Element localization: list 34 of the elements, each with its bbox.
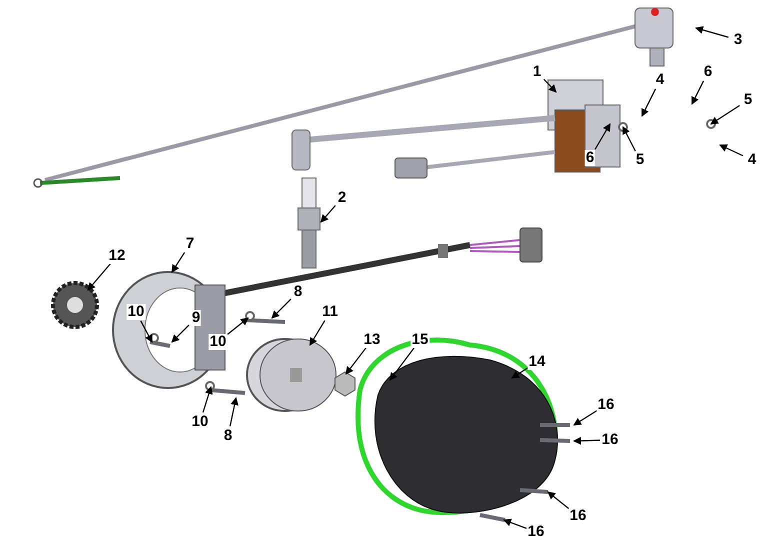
- leader-line: [573, 410, 598, 426]
- leader-line: [225, 317, 249, 336]
- leader-line: [320, 205, 336, 223]
- leader-line: [389, 348, 414, 381]
- callout-number: 16: [596, 397, 616, 413]
- leader-line: [87, 263, 111, 291]
- callout-number: 15: [410, 332, 430, 348]
- callout-number: 10: [126, 304, 146, 320]
- callout-number: 14: [528, 354, 546, 370]
- leader-line: [547, 491, 571, 510]
- leader-line: [140, 320, 153, 343]
- leader-line: [511, 366, 529, 379]
- leader-line: [710, 104, 740, 125]
- leader-line: [229, 397, 238, 426]
- callout-number: 12: [108, 248, 126, 264]
- leader-line: [695, 26, 729, 38]
- leader-line: [503, 518, 527, 530]
- leader-line: [691, 80, 704, 105]
- leader-line: [202, 386, 213, 413]
- leader-line: [271, 298, 292, 319]
- callout-number: 9: [190, 310, 202, 326]
- leader-line: [594, 123, 611, 150]
- leader-line: [309, 320, 326, 346]
- callout-number: 10: [208, 334, 228, 350]
- leader-line: [573, 436, 600, 445]
- leader-line: [543, 78, 557, 93]
- callout-number: 6: [584, 150, 596, 166]
- leader-line: [719, 144, 744, 156]
- leader-line: [171, 252, 186, 273]
- leader-line: [641, 88, 656, 117]
- leader-line: [622, 126, 636, 152]
- leader-line: [345, 348, 366, 375]
- callout-number: 13: [362, 332, 382, 348]
- leader-line: [171, 324, 190, 343]
